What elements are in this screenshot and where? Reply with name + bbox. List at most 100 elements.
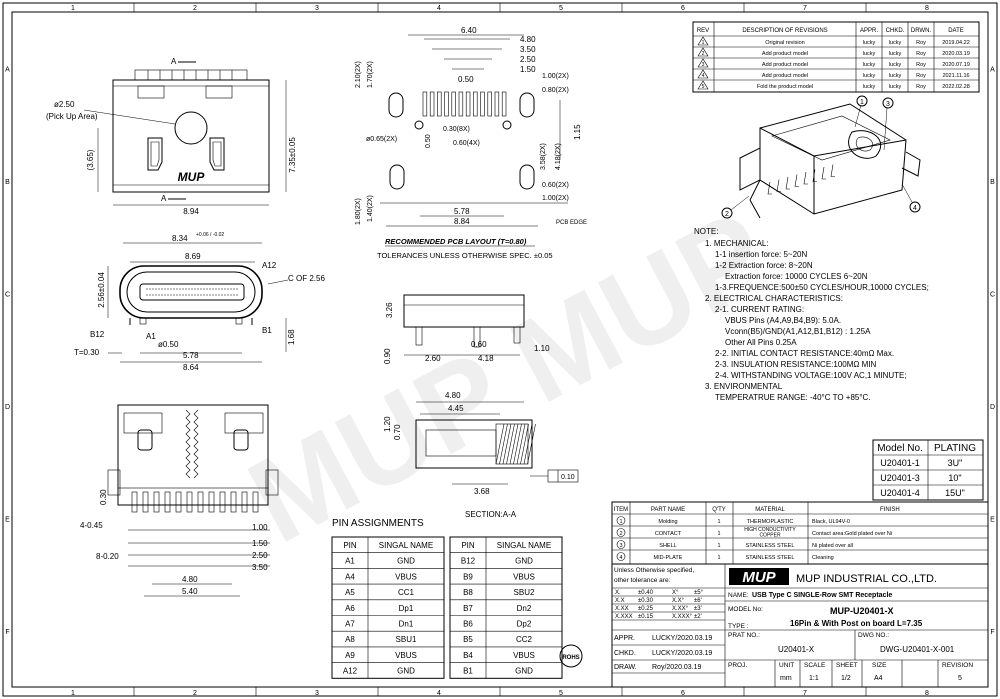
pickup-diameter: ø2.50 xyxy=(54,100,75,109)
pin-signal-left: Dp1 xyxy=(399,604,414,613)
pin-signal-right: Dp2 xyxy=(517,620,532,629)
side-dim-326: 3.26 xyxy=(385,302,394,318)
tolerance-cell: ±6' xyxy=(694,598,702,604)
iso-pin xyxy=(812,169,817,182)
tb-prat: U20401-X xyxy=(778,645,815,654)
pin-number-left: A9 xyxy=(345,651,355,660)
section-dim-480: 4.80 xyxy=(445,391,461,400)
side-view: 3.26 0.90 2.60 0.60 4.18 1.10 xyxy=(383,294,550,364)
bom-header: PART NAME xyxy=(651,507,685,513)
pcb-edge-label: PCB EDGE xyxy=(556,220,587,226)
zone-top-3: 3 xyxy=(315,5,319,12)
side-dim-060: 0.60 xyxy=(471,340,487,349)
note-line: Extraction force: 10000 CYCLES 6~20N xyxy=(725,272,868,281)
tb-chkd: LUCKY/2020.03.19 xyxy=(652,650,712,657)
tolerance-cell: X.XX° xyxy=(672,606,689,612)
pin-signal-left: VBUS xyxy=(395,651,417,660)
iso-pin xyxy=(803,171,808,185)
bom-part: CONTACT xyxy=(655,531,682,537)
pcb-signal-pad xyxy=(487,91,492,117)
pcb-dim-884: 8.84 xyxy=(454,217,470,226)
side-dim-110: 1.10 xyxy=(534,344,550,353)
zone-right-A: A xyxy=(990,66,995,73)
tb-sheet-label: SHEET xyxy=(836,662,858,669)
note-line: Other All Pins 0.25A xyxy=(725,338,797,347)
zone-top-2: 2 xyxy=(193,5,197,12)
bom-part: Molding xyxy=(658,519,677,525)
bom-item: 2 xyxy=(619,531,622,537)
tb-company: MUP INDUSTRIAL CO.,LTD. xyxy=(796,573,937,585)
bottom-pin xyxy=(208,491,215,513)
pcb-layout-view: 6.40 4.80 3.50 2.50 1.50 2.10(2X) 1.70(2… xyxy=(355,26,587,260)
pin-label-a12: A12 xyxy=(262,261,277,270)
zone-top-1: 1 xyxy=(71,5,75,12)
rev-header-chkd: CHKD. xyxy=(886,28,905,34)
tolerance-cell: X. xyxy=(615,590,621,596)
bottom-pin xyxy=(153,491,160,513)
pcb-dim-065: ø0.65(2X) xyxy=(366,136,397,143)
rev-cell: Add product model xyxy=(762,73,808,79)
pin-signal-right: GND xyxy=(515,667,533,676)
pin-number-left: A8 xyxy=(345,635,355,644)
bom-part: SHELL xyxy=(659,543,676,549)
front-view: 8.34 +0.06 / -0.02 8.69 2.56±0.04 A12 C … xyxy=(74,232,325,372)
callout-4: 4 xyxy=(913,205,917,212)
tolerance-cell: X.X xyxy=(615,598,625,604)
tolerance-cell: X.X° xyxy=(672,598,685,604)
pcb-dim-170: 1.70(2X) xyxy=(367,61,374,88)
pin-signal-left: SBU1 xyxy=(396,635,417,644)
notes-block: NOTE: 1. MECHANICAL:1-1 insertion force:… xyxy=(694,227,929,402)
zone-bottom-4: 4 xyxy=(437,690,441,697)
zone-bottom-3: 3 xyxy=(315,690,319,697)
rev-cell: 2022.02.28 xyxy=(942,84,970,90)
bottom-dim-820: 8-0.20 xyxy=(96,552,119,561)
note-line: VBUS Pins (A4,A9,B4,B9): 5.0A. xyxy=(725,316,841,325)
pin-label-b1: B1 xyxy=(262,326,272,335)
bottom-pin xyxy=(131,491,138,513)
rev-cell: lucky xyxy=(863,84,876,90)
pcb-dim-210: 2.10(2X) xyxy=(355,61,362,88)
note-line: 1-1 insertion force: 5~20N xyxy=(715,250,807,259)
rev-cell: 2019.04.22 xyxy=(942,40,970,46)
front-dim-pitch: ø0.50 xyxy=(158,340,179,349)
front-dim-168: 1.68 xyxy=(287,329,296,345)
bottom-dim-150: 1.50 xyxy=(252,539,268,548)
pcb-signal-pad xyxy=(480,91,485,117)
zone-bottom-5: 5 xyxy=(559,690,563,697)
pin-header-pin: PIN xyxy=(461,541,475,550)
tb-appr: LUCKY/2020.03.19 xyxy=(652,635,712,642)
front-dim-834: 8.34 xyxy=(172,234,188,243)
pin-number-right: B8 xyxy=(463,588,473,597)
tb-draw-label: DRAW. xyxy=(614,664,637,671)
note-line: 1-3.FREQUENCE:500±50 CYCLES/HOUR,10000 C… xyxy=(715,283,929,292)
zone-bottom-8: 8 xyxy=(925,690,929,697)
pcb-dim-640: 6.40 xyxy=(461,26,477,35)
pin-label-b12: B12 xyxy=(90,330,105,339)
tolerance-cell: ±0.30 xyxy=(638,598,654,604)
pin-number-right: B7 xyxy=(463,604,473,613)
zone-right-B: B xyxy=(990,179,995,186)
pin-number-right: B12 xyxy=(461,557,476,566)
rev-cell: Original revision xyxy=(765,40,804,46)
tb-prat-label: PRAT NO.: xyxy=(728,632,760,639)
bom-material: COPPER xyxy=(759,533,781,539)
notes-header: NOTE: xyxy=(694,227,718,236)
pcb-dim-418: 4.18(2X) xyxy=(555,143,562,170)
zone-top-8: 8 xyxy=(925,5,929,12)
bottom-pin xyxy=(142,491,149,513)
zone-left-C: C xyxy=(5,291,10,298)
tb-unless: Unless Otherwise specified, xyxy=(614,567,694,574)
zone-left-E: E xyxy=(5,516,10,523)
rev-cell-rev: 3 xyxy=(702,62,705,68)
pin-signal-left: GND xyxy=(397,667,415,676)
rev-cell: lucky xyxy=(863,51,876,57)
bottom-pin xyxy=(219,491,226,513)
section-label: SECTION:A-A xyxy=(465,510,517,519)
tb-name-label: NAME: xyxy=(728,592,749,599)
tb-model-label: MODEL No: xyxy=(728,606,763,613)
process-compliant-seal xyxy=(559,644,583,668)
